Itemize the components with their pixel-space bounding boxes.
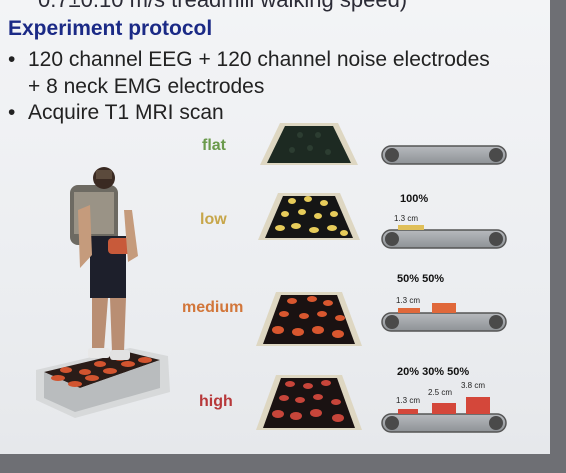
condition-label-medium: medium	[182, 299, 244, 316]
bullet-item: • Acquire T1 MRI scan	[8, 101, 224, 125]
bullet-dot: •	[8, 101, 16, 124]
slide: 0.7±0.10 m/s treadmill walking speed) Ex…	[0, 0, 550, 454]
high-height-1: 1.3 cm	[396, 396, 421, 405]
person-on-treadmill-photo	[36, 167, 170, 418]
low-percent: 100%	[400, 193, 429, 205]
section-heading: Experiment protocol	[8, 17, 213, 40]
bullet-text: 120 channel EEG + 120 channel noise elec…	[28, 48, 490, 71]
belt-flat	[381, 145, 507, 165]
high-height-2: 2.5 cm	[428, 388, 453, 397]
treadmill-surface-low	[258, 193, 360, 240]
bullet-dot: •	[8, 48, 16, 71]
high-height-3: 3.8 cm	[461, 381, 486, 390]
medium-height-1: 1.3 cm	[396, 296, 421, 305]
high-percents: 20% 30% 50%	[397, 366, 470, 378]
belt-low	[381, 225, 507, 249]
protocol-figure	[36, 123, 507, 433]
condition-label-high: high	[199, 393, 233, 410]
clipped-text-line: 0.7±0.10 m/s treadmill walking speed)	[38, 0, 407, 13]
low-height-1: 1.3 cm	[394, 214, 419, 223]
bullet-continuation: + 8 neck EMG electrodes	[28, 75, 265, 98]
belt-high	[381, 397, 507, 433]
bullet-item: • 120 channel EEG + 120 channel noise ele…	[8, 48, 490, 72]
condition-label-flat: flat	[202, 137, 226, 154]
medium-percents: 50% 50%	[397, 273, 445, 285]
bullet-text: Acquire T1 MRI scan	[28, 101, 224, 124]
treadmill-surface-high	[256, 375, 362, 430]
treadmill-surface-flat	[260, 123, 358, 165]
condition-label-low: low	[200, 211, 227, 228]
belt-medium	[381, 303, 507, 332]
treadmill-surface-medium	[256, 292, 362, 346]
